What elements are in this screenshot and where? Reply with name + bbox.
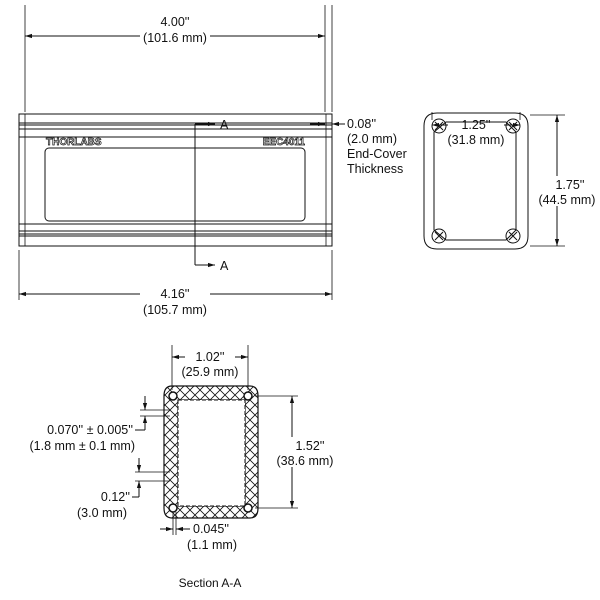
endcover-in: 0.08'' — [347, 117, 376, 131]
endcover-label-1: End-Cover — [347, 147, 407, 161]
side-width-mm: (31.8 mm) — [448, 133, 505, 147]
brand-logo: THORLABS — [46, 137, 102, 148]
section-width-mm: (25.9 mm) — [182, 365, 239, 379]
section-title: Section A-A — [179, 576, 242, 590]
groove-in: 0.12'' — [101, 490, 130, 504]
side-height-mm: (44.5 mm) — [539, 193, 596, 207]
display-window — [44, 147, 306, 222]
section-marker-top: A — [220, 118, 229, 132]
length-mm: (101.6 mm) — [143, 31, 207, 45]
side-view: 1.25'' (31.8 mm) 1.75'' (44.5 mm) — [423, 112, 600, 250]
wall-thickness-mm: (1.8 mm ± 0.1 mm) — [30, 439, 135, 453]
rib-mm: (1.1 mm) — [187, 538, 237, 552]
length-in: 4.00'' — [160, 15, 189, 29]
overall-mm: (105.7 mm) — [143, 303, 207, 317]
section-width-in: 1.02'' — [195, 350, 224, 364]
section-height-in: 1.52'' — [295, 439, 324, 453]
rib-in: 0.045'' — [193, 522, 229, 536]
enclosure-front — [18, 113, 333, 247]
endcover-mm: (2.0 mm) — [347, 132, 397, 146]
screw-icons — [431, 118, 521, 244]
section-height-mm: (38.6 mm) — [277, 454, 334, 468]
overall-in: 4.16'' — [160, 287, 189, 301]
side-height-in: 1.75'' — [555, 178, 584, 192]
end-cover — [423, 112, 529, 250]
front-view: 4.00'' (101.6 mm) 0.08'' (2.0 mm) End-Co… — [18, 5, 407, 317]
endcover-label-2: Thickness — [347, 162, 403, 176]
section-view: 1.02'' (25.9 mm) 1.52'' (38.6 mm) 0.070'… — [30, 345, 342, 590]
side-width-in: 1.25'' — [461, 118, 490, 132]
wall-thickness-in: 0.070'' ± 0.005'' — [47, 423, 133, 437]
model-label: EEC4011 — [263, 137, 306, 148]
section-marker-bottom: A — [220, 259, 229, 273]
groove-mm: (3.0 mm) — [77, 506, 127, 520]
